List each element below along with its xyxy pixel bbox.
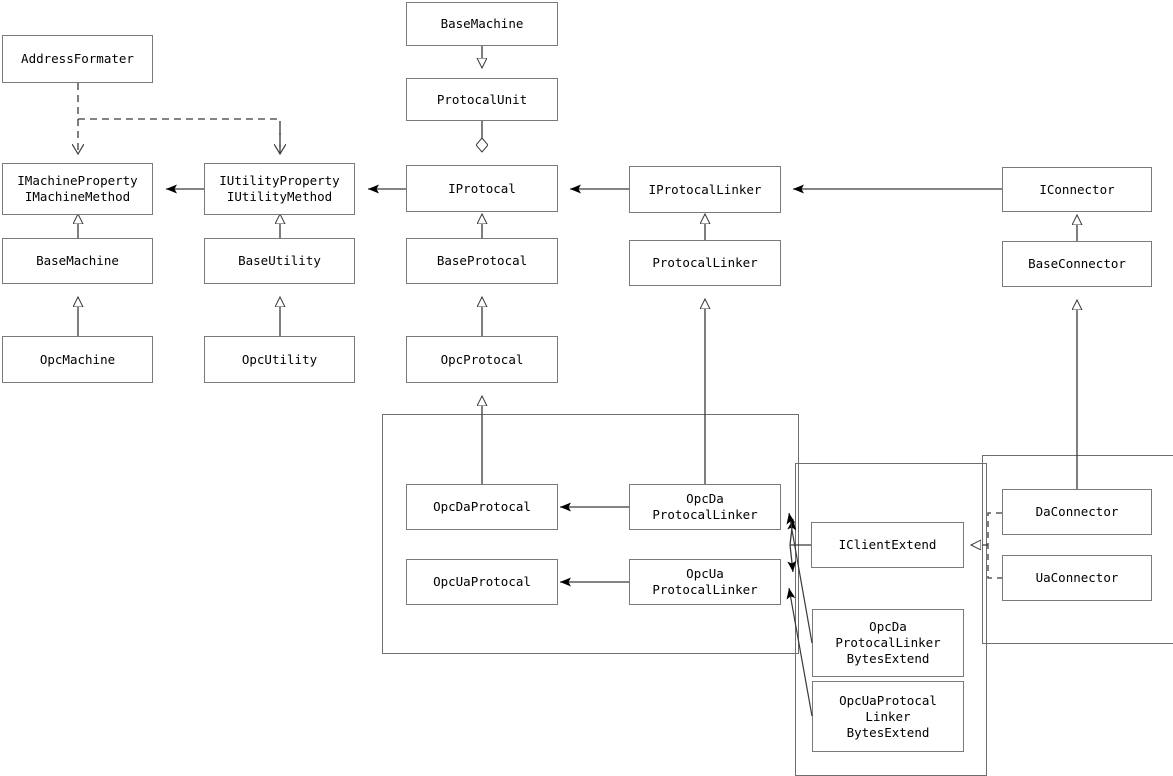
node-protocal-unit[interactable]: ProtocalUnit <box>406 78 558 121</box>
node-opc-ua-protocal-linker-bytes-extend[interactable]: OpcUaProtocal Linker BytesExtend <box>812 681 964 752</box>
node-opc-machine[interactable]: OpcMachine <box>2 336 153 383</box>
node-opc-ua-protocal-linker[interactable]: OpcUa ProtocalLinker <box>629 559 781 605</box>
connector-group-container <box>982 455 1173 644</box>
node-opc-da-protocal-linker[interactable]: OpcDa ProtocalLinker <box>629 484 781 530</box>
node-address-formater[interactable]: AddressFormater <box>2 35 153 83</box>
node-base-connector[interactable]: BaseConnector <box>1002 241 1152 287</box>
node-opc-protocal[interactable]: OpcProtocal <box>406 336 558 383</box>
node-opc-da-protocal-linker-bytes-extend[interactable]: OpcDa ProtocalLinker BytesExtend <box>812 609 964 677</box>
node-iconnector[interactable]: IConnector <box>1002 167 1152 212</box>
protocal-group-container <box>382 414 799 654</box>
node-base-machine[interactable]: BaseMachine <box>2 238 153 284</box>
node-imachine-property[interactable]: IMachineProperty IMachineMethod <box>2 163 153 215</box>
node-base-protocal[interactable]: BaseProtocal <box>406 238 558 284</box>
edge-addressformater-deps <box>77 83 281 152</box>
node-iprotocal[interactable]: IProtocal <box>406 165 558 212</box>
node-base-utility[interactable]: BaseUtility <box>204 238 355 284</box>
node-base-machine-top[interactable]: BaseMachine <box>406 2 558 46</box>
node-iprotocal-linker[interactable]: IProtocalLinker <box>629 166 781 213</box>
node-protocal-linker[interactable]: ProtocalLinker <box>629 240 781 286</box>
node-iutility-property[interactable]: IUtilityProperty IUtilityMethod <box>204 163 355 215</box>
node-da-connector[interactable]: DaConnector <box>1002 489 1152 535</box>
node-opc-ua-protocal[interactable]: OpcUaProtocal <box>406 559 558 605</box>
node-iclient-extend[interactable]: IClientExtend <box>811 522 964 568</box>
node-opc-utility[interactable]: OpcUtility <box>204 336 355 383</box>
node-ua-connector[interactable]: UaConnector <box>1002 555 1152 601</box>
node-opc-da-protocal[interactable]: OpcDaProtocal <box>406 484 558 530</box>
